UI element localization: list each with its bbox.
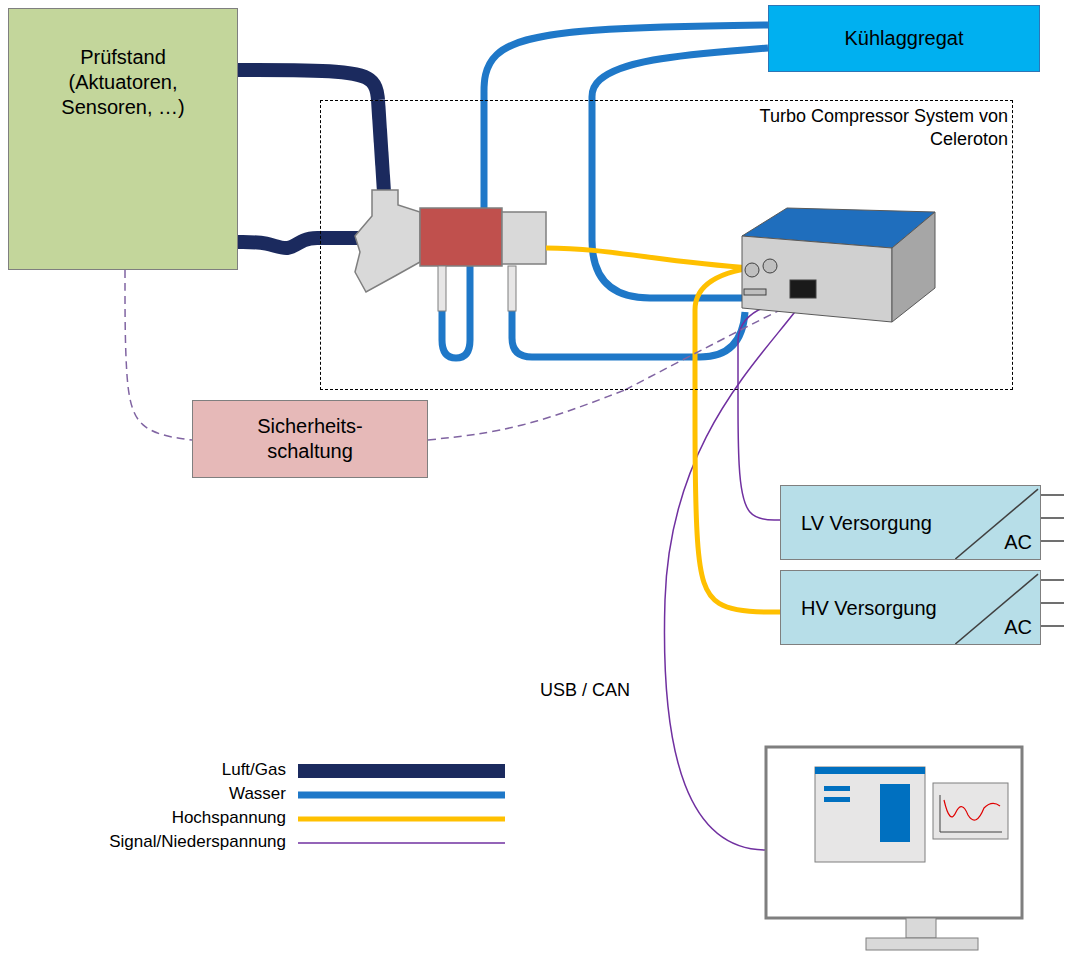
hv-cable: [546, 248, 752, 268]
safety-wire: [428, 390, 625, 440]
controller-slot: [744, 289, 766, 295]
node-sublabel: AC: [1004, 530, 1032, 555]
legend-sample: [298, 792, 505, 799]
water-hose: [592, 100, 742, 298]
compressor-end: [502, 212, 546, 264]
monitor-frame: [766, 747, 1022, 918]
water-pin: [508, 266, 516, 311]
node-label: LV Versorgung: [801, 510, 932, 535]
monitor-panel: [880, 784, 910, 842]
monitor-base: [866, 938, 978, 950]
lv-supply-box: LV VersorgungAC: [780, 485, 1041, 560]
converter-diagonal-line: [955, 489, 1038, 559]
controller-side: [892, 212, 935, 322]
safety-wire: [125, 270, 192, 440]
water-hose: [484, 25, 768, 100]
hv-cable: [695, 390, 780, 612]
safety-wire: [625, 300, 800, 390]
converter-diagonal-line: [955, 574, 1038, 644]
water-hose: [512, 311, 745, 357]
node-label: HV Versorgung: [801, 595, 937, 620]
legend-sample: [298, 817, 505, 822]
controller-socket: [745, 263, 759, 277]
chart-curve: [944, 800, 1000, 820]
cooling-unit-box: Kühlaggregat: [768, 5, 1040, 72]
monitor-bar: [824, 786, 850, 791]
legend-sample: [298, 764, 505, 778]
controller-front: [742, 236, 892, 322]
legend-sample: [298, 842, 505, 844]
system-boundary: Turbo Compressor System von Celeroton: [320, 100, 1013, 390]
lv-wire: [738, 390, 780, 520]
water-pin: [438, 266, 446, 311]
compressor-inlet: [355, 190, 420, 292]
ac-terminals: [1040, 495, 1064, 626]
controller-socket: [763, 259, 777, 273]
node-label: Prüfstand (Aktuatoren, Sensoren, …): [38, 45, 208, 120]
monitor-window: [815, 767, 925, 862]
water-hose: [592, 48, 768, 100]
test-bench-box: Prüfstand (Aktuatoren, Sensoren, …): [8, 8, 238, 270]
monitor-bar: [824, 797, 850, 802]
node-label: Sicherheits- schaltung: [235, 414, 385, 464]
node-sublabel: AC: [1004, 615, 1032, 640]
interface-label: USB / CAN: [540, 680, 630, 701]
controller-connector: [790, 280, 816, 298]
legend-text: Luft/Gas: [222, 760, 286, 780]
legend-text: Wasser: [229, 784, 286, 804]
safety-circuit-box: Sicherheits- schaltung: [192, 400, 428, 478]
monitor-stand: [906, 918, 936, 938]
hv-supply-box: HV VersorgungAC: [780, 570, 1041, 645]
legend-text: Hochspannung: [172, 808, 286, 828]
lv-wire: [738, 300, 796, 390]
monitor-chart: [933, 783, 1008, 839]
legend-text: Signal/Niederspannung: [109, 832, 286, 852]
node-label: Kühlaggregat: [845, 26, 964, 51]
chart-axes: [940, 795, 1002, 832]
compressor-motor: [420, 208, 502, 266]
air-hose: [238, 70, 378, 100]
monitor-titlebar: [815, 767, 925, 774]
air-hose: [238, 238, 320, 248]
water-hose: [481, 100, 488, 210]
air-hose: [378, 100, 384, 192]
node-label: Turbo Compressor System von Celeroton: [758, 105, 1008, 150]
